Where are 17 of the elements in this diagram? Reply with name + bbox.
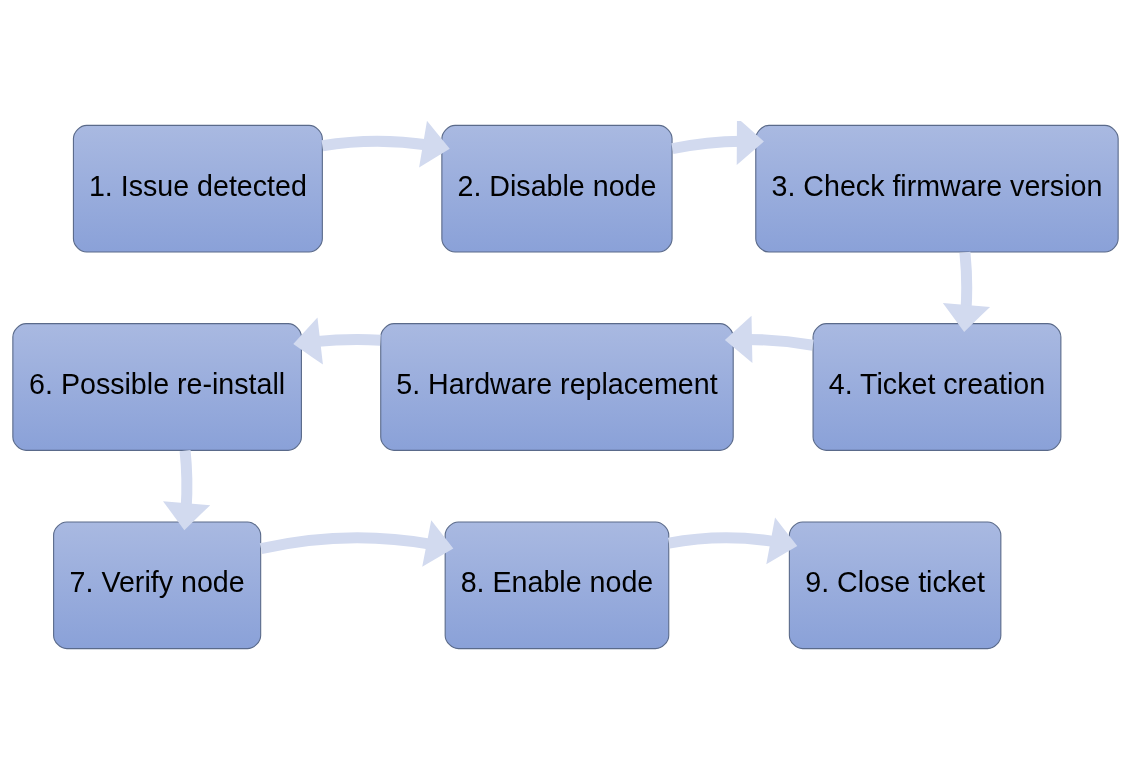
node-box: 2. Disable node <box>441 124 673 253</box>
node-box: 7. Verify node <box>53 520 262 649</box>
arrow <box>724 315 814 363</box>
arrow <box>259 519 454 567</box>
node-box: 9. Close ticket <box>788 520 1002 649</box>
node-box: 3. Check firmware version <box>755 124 1119 253</box>
arrow <box>293 316 381 365</box>
arrow <box>671 120 764 165</box>
node-box: 5. Hardware replacement <box>380 322 734 451</box>
node-box: 6. Possible re-install <box>12 322 302 451</box>
node-box: 1. Issue detected <box>72 124 323 253</box>
node-box: 8. Enable node <box>444 520 670 649</box>
node-box: 4. Ticket creation <box>812 322 1062 451</box>
arrow <box>321 120 450 168</box>
arrow <box>942 251 991 332</box>
arrow <box>667 517 798 564</box>
arrow <box>163 449 211 530</box>
